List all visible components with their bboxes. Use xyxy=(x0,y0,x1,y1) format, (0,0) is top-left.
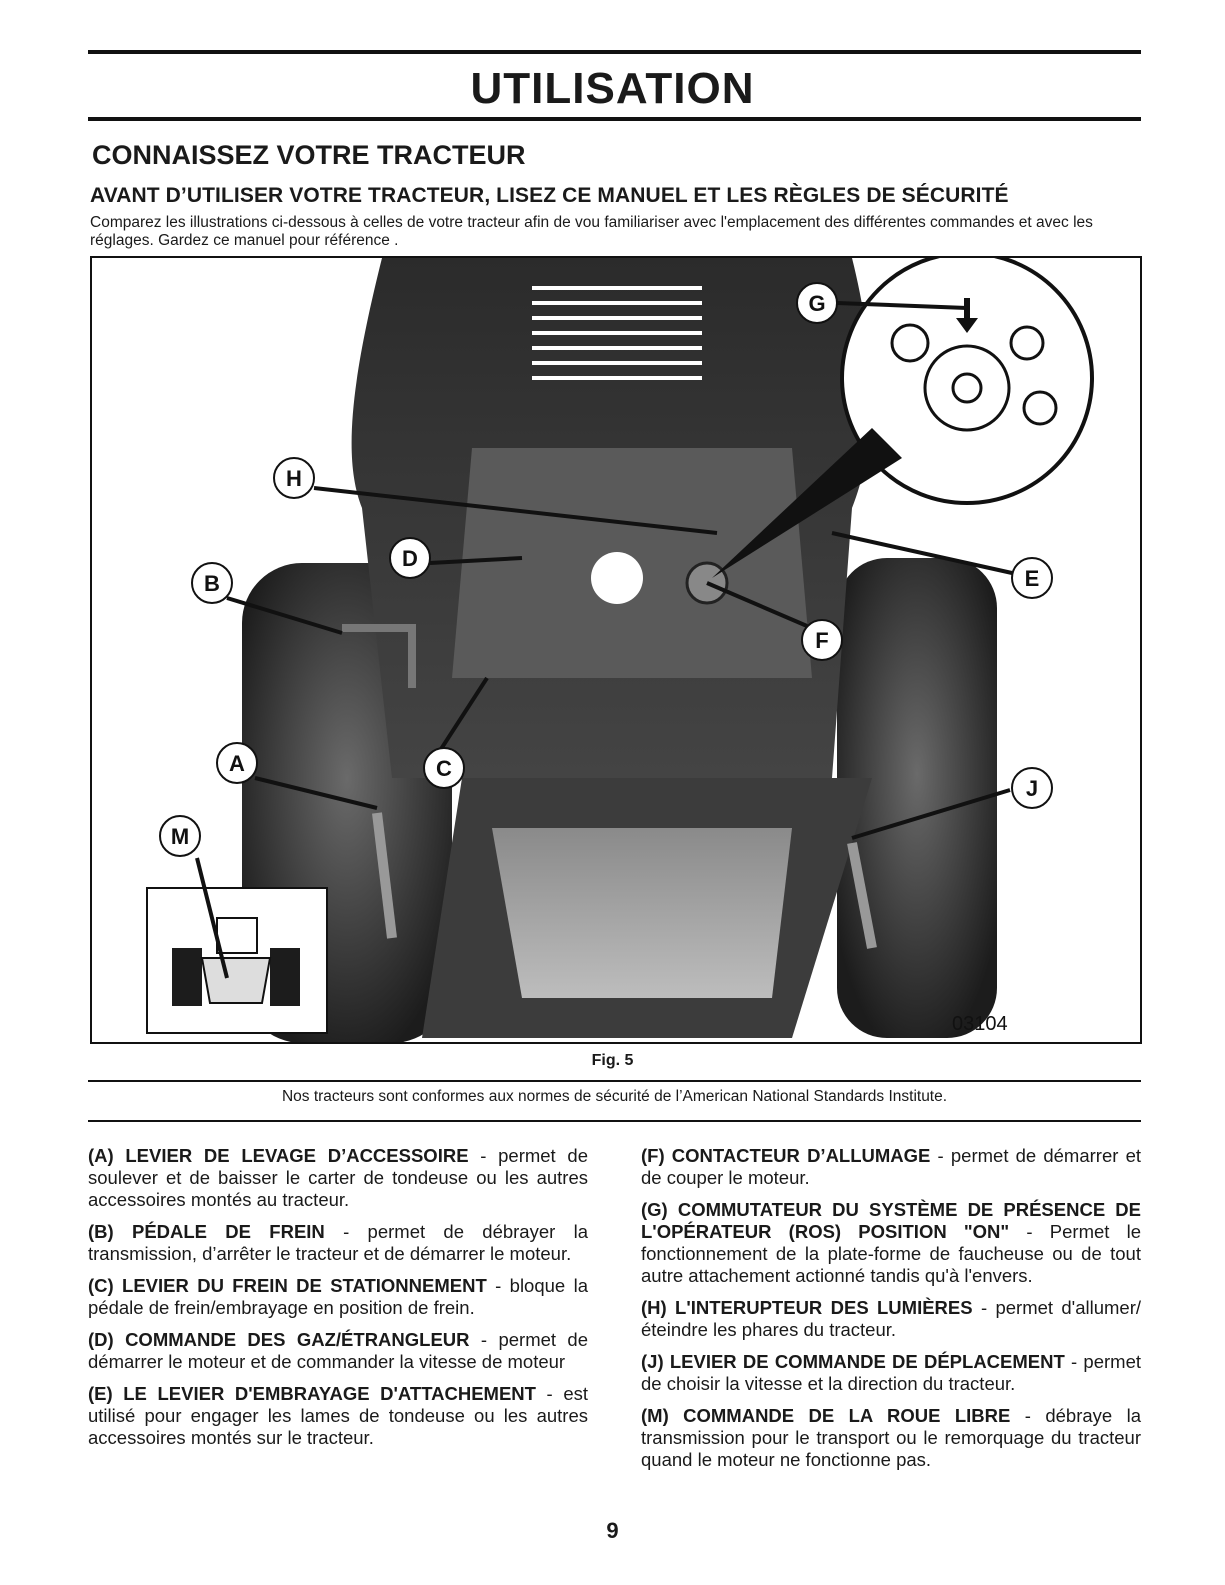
run-icon xyxy=(1009,325,1045,361)
item-label: (D) COMMANDE DES GAZ/ÉTRANGLEUR xyxy=(88,1329,470,1350)
hood-grille xyxy=(532,286,702,380)
callout-j: J xyxy=(1026,776,1038,801)
item-label: (C) LEVIER DU FREIN DE STATIONNEMENT xyxy=(88,1275,487,1296)
item-h: (H) L'INTERUPTEUR DES LUMIÈRES - permet … xyxy=(641,1297,1141,1341)
item-a: (A) LEVIER DE LEVAGE D’ACCESSOIRE - perm… xyxy=(88,1145,588,1211)
item-label: (H) L'INTERUPTEUR DES LUMIÈRES xyxy=(641,1297,973,1318)
inset-seat xyxy=(216,917,258,954)
right-rear-tire xyxy=(837,558,997,1038)
ignition-hole xyxy=(591,552,643,604)
key-switch xyxy=(923,344,1011,432)
item-label: (E) LE LEVIER D'EMBRAYAGE D'ATTACHEMENT xyxy=(88,1383,536,1404)
right-column: (F) CONTACTEUR D’ALLUMAGE - permet de dé… xyxy=(641,1145,1141,1481)
section-title: CONNAISSEZ VOTRE TRACTEUR xyxy=(92,140,526,170)
inset-right-tire xyxy=(270,948,300,1006)
callout-m: M xyxy=(171,824,189,849)
item-text: - permet de débrayer la transmission, d’… xyxy=(88,1221,588,1264)
key-slot-icon xyxy=(951,372,983,404)
title-underline-rule xyxy=(88,117,1141,121)
motion-lever xyxy=(847,842,877,949)
start-icon xyxy=(1022,390,1058,426)
inset-tractor-body xyxy=(200,957,272,1004)
tractor-controls-figure: G H D B E F A C J M 03104 xyxy=(90,256,1142,1044)
figure-caption: Fig. 5 xyxy=(591,1052,634,1069)
callout-h: H xyxy=(286,466,302,491)
callout-b: B xyxy=(204,571,220,596)
item-text: - débraye la transmission pour le transp… xyxy=(641,1405,1141,1470)
item-text: - permet d'allumer/ éteindre les phares … xyxy=(641,1297,1141,1340)
item-label: (B) PÉDALE DE FREIN xyxy=(88,1221,325,1242)
item-c: (C) LEVIER DU FREIN DE STATIONNEMENT - b… xyxy=(88,1275,588,1319)
standards-top-rule xyxy=(88,1080,1141,1082)
item-label: (A) LEVIER DE LEVAGE D’ACCESSOIRE xyxy=(88,1145,469,1166)
stop-icon xyxy=(890,323,930,363)
subsection-title: AVANT D’UTILISER VOTRE TRACTEUR, LISEZ C… xyxy=(90,184,1009,207)
item-text: - permet de démarrer et de couper le mot… xyxy=(641,1145,1141,1188)
lift-lever xyxy=(372,812,397,939)
item-d: (D) COMMANDE DES GAZ/ÉTRANGLEUR - permet… xyxy=(88,1329,588,1373)
item-text: - est utilisé pour engager les lames de … xyxy=(88,1383,588,1448)
seat-cushion xyxy=(492,828,792,998)
ros-arrow-icon xyxy=(956,298,978,333)
item-text: - permet de démarrer le moteur et de com… xyxy=(88,1329,588,1372)
item-m: (M) COMMANDE DE LA ROUE LIBRE - débraye … xyxy=(641,1405,1141,1471)
intro-paragraph: Comparez les illustrations ci-dessous à … xyxy=(90,214,1093,249)
item-b: (B) PÉDALE DE FREIN - permet de débrayer… xyxy=(88,1221,588,1265)
item-text: - permet de choisir la vitesse et la dir… xyxy=(641,1351,1141,1394)
callout-circles xyxy=(159,282,1053,857)
left-column: (A) LEVIER DE LEVAGE D’ACCESSOIRE - perm… xyxy=(88,1145,588,1459)
item-label: (M) COMMANDE DE LA ROUE LIBRE xyxy=(641,1405,1011,1426)
inset-left-tire xyxy=(172,948,202,1006)
item-g: (G) COMMUTATEUR DU SYSTÈME DE PRÉSENCE D… xyxy=(641,1199,1141,1287)
tractor-illustration: G H D B E F A C J M 03104 xyxy=(146,258,1094,1042)
zoom-pointer xyxy=(712,428,902,578)
item-label: (F) CONTACTEUR D’ALLUMAGE xyxy=(641,1145,931,1166)
page-title: UTILISATION xyxy=(470,64,755,113)
item-text: - bloque la pédale de frein/embrayage en… xyxy=(88,1275,588,1318)
item-label: (J) LEVIER DE COMMANDE DE DÉPLACEMENT xyxy=(641,1351,1065,1372)
item-text: - permet de soulever et de baisser le ca… xyxy=(88,1145,588,1210)
item-e: (E) LE LEVIER D'EMBRAYAGE D'ATTACHEMENT … xyxy=(88,1383,588,1449)
standards-bottom-rule xyxy=(88,1120,1141,1122)
figure-code: 03104 xyxy=(952,1013,1008,1035)
item-label: (G) COMMUTATEUR DU SYSTÈME DE PRÉSENCE D… xyxy=(641,1199,1141,1242)
callout-f: F xyxy=(815,628,828,653)
top-rule xyxy=(88,50,1141,54)
standards-note: Nos tracteurs sont conformes aux normes … xyxy=(281,1088,948,1105)
item-f: (F) CONTACTEUR D’ALLUMAGE - permet de dé… xyxy=(641,1145,1141,1189)
item-text: - Permet le fonctionnement de la plate-f… xyxy=(641,1221,1142,1286)
callout-g: G xyxy=(808,291,825,316)
callout-a: A xyxy=(229,751,245,776)
callout-d: D xyxy=(402,546,418,571)
callout-c: C xyxy=(436,756,452,781)
callout-e: E xyxy=(1025,566,1040,591)
item-j: (J) LEVIER DE COMMANDE DE DÉPLACEMENT - … xyxy=(641,1351,1141,1395)
brake-pedal xyxy=(342,624,416,688)
page-number: 9 xyxy=(606,1518,619,1543)
